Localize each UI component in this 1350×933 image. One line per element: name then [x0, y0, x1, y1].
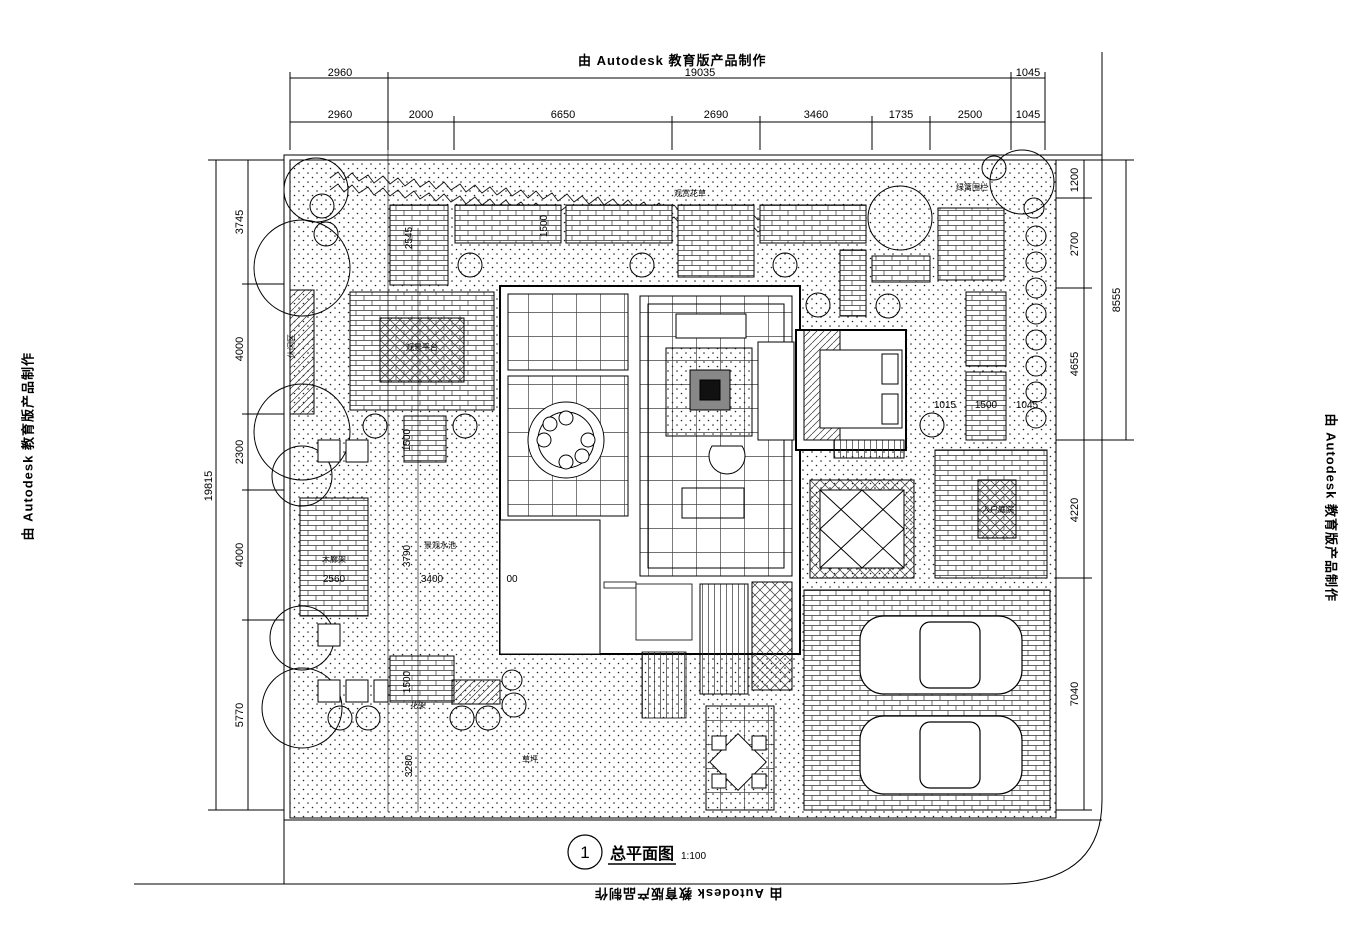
drawing-number-circle — [567, 834, 603, 870]
dim-right-3: 4655 — [1069, 352, 1081, 376]
guide-lines — [387, 128, 419, 812]
dim-top-5: 3460 — [804, 109, 828, 121]
dim-top-overall-3: 1045 — [1016, 67, 1040, 79]
dim-inner-3: 1500 — [402, 428, 413, 451]
drawing-number: 1 — [580, 843, 589, 862]
dim-inner-1: 2545 — [404, 226, 415, 249]
dim-inner-6: 3400 — [421, 574, 444, 585]
label-yard-north: 观赏花草 — [674, 188, 706, 198]
label-entry-yard: 入户庭院 — [982, 504, 1014, 514]
watermark-top: 由 Autodesk 教育版产品制作 — [578, 53, 767, 68]
label-lounge: 休闲区 — [286, 334, 296, 358]
dim-top-1: 2960 — [328, 109, 352, 121]
dimension-top — [289, 72, 1046, 150]
dim-right-4: 4220 — [1069, 498, 1081, 522]
dining-table — [527, 401, 605, 479]
dim-top-6: 1735 — [889, 109, 913, 121]
feature-panels — [379, 317, 1017, 539]
dim-left-4: 4000 — [234, 543, 246, 567]
dim-inner-7: 2560 — [323, 574, 346, 585]
cars — [859, 615, 1023, 795]
dim-top-3: 6650 — [551, 109, 575, 121]
dim-right-1: 1200 — [1069, 168, 1081, 192]
dim-right-total: 8555 — [1111, 288, 1123, 312]
label-platform: 观景平台 — [406, 342, 438, 352]
dim-inner-9: 1015 — [934, 400, 957, 411]
stepping-pads — [289, 289, 501, 705]
dim-left-total: 19815 — [203, 471, 215, 502]
site-boundary — [134, 52, 1103, 885]
label-yard-ne: 绿篱围栏 — [956, 182, 988, 192]
dim-left-5: 5770 — [234, 703, 246, 727]
dim-inner-10: 1500 — [975, 400, 998, 411]
living-room-furniture — [665, 313, 795, 519]
dim-left-2: 4000 — [234, 337, 246, 361]
dim-top-2: 2000 — [409, 109, 433, 121]
dim-inner-12: 00 — [506, 574, 518, 585]
dim-top-overall-1: 2960 — [328, 67, 352, 79]
dim-top-4: 2690 — [704, 109, 728, 121]
dimension-left — [208, 159, 284, 811]
trees — [253, 149, 1055, 749]
dim-left-3: 2300 — [234, 440, 246, 464]
label-lawn: 草坪 — [522, 754, 538, 764]
dim-top-8: 1045 — [1016, 109, 1040, 121]
label-pool: 景观水池 — [424, 540, 456, 550]
dim-top-overall-2: 19035 — [685, 67, 716, 79]
dim-top-7: 2500 — [958, 109, 982, 121]
dim-right-2: 2700 — [1069, 232, 1081, 256]
dim-left-1: 3745 — [234, 210, 246, 234]
dining-set-south — [709, 733, 767, 791]
dim-right-5: 7040 — [1069, 682, 1081, 706]
drawing-title: 总平面图 — [610, 844, 674, 863]
dim-inner-2: 1500 — [539, 214, 550, 237]
dim-inner-4: 1500 — [402, 670, 413, 693]
dim-inner-11: 1045 — [1016, 400, 1039, 411]
dim-inner-8: 3280 — [404, 754, 415, 777]
stairs — [603, 581, 693, 719]
title-block: 1 总平面图 1:100 — [567, 834, 706, 870]
drawing-scale: 1:100 — [681, 851, 706, 862]
label-wood-shelf: 木廊架 — [322, 554, 346, 564]
bed — [819, 349, 905, 459]
dimension-right — [1056, 159, 1134, 811]
dim-inner-5: 3790 — [402, 544, 413, 567]
label-veranda: 花架 — [410, 700, 426, 710]
